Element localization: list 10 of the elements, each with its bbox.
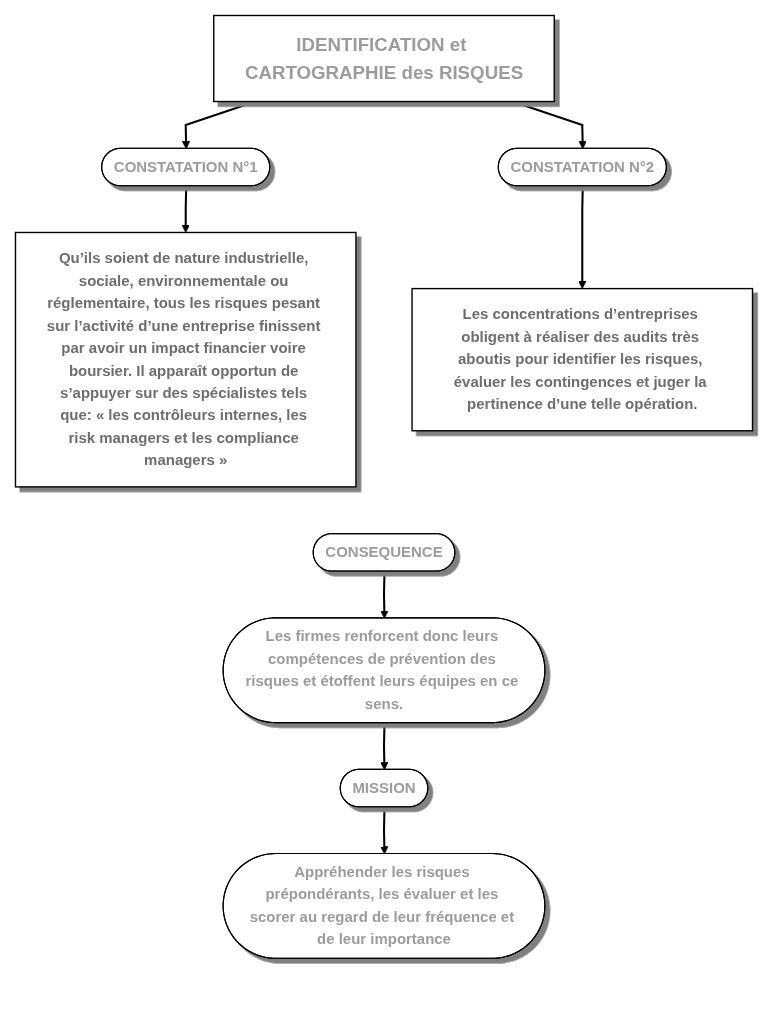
node-box: Qu’ils soient de nature industrielle, sociale, environnementale ou réglementaire, tous les risques pesant sur l’activité d’une entreprise finissent par avoir un impact financier voire boursier. Il apparaît opportun de s’appuyer sur des spécialistes tels que: « les contrôleurs internes, les risk managers et les compliance managers » xyxy=(14,231,357,488)
arrow xyxy=(181,186,190,233)
arrow xyxy=(380,723,389,771)
arrow xyxy=(578,186,587,289)
node-box: Les concentrations d’entreprises obligent à réaliser des audits très aboutis pour identifier les risques, évaluer les contingences et juger la pertinence d’une telle opération. xyxy=(411,287,754,432)
arrow xyxy=(512,100,587,150)
arrow xyxy=(380,571,389,619)
node-box: IDENTIFICATION et CARTOGRAPHIE des RISQUES xyxy=(213,14,555,103)
arrow xyxy=(380,807,389,855)
arrow xyxy=(181,100,256,150)
